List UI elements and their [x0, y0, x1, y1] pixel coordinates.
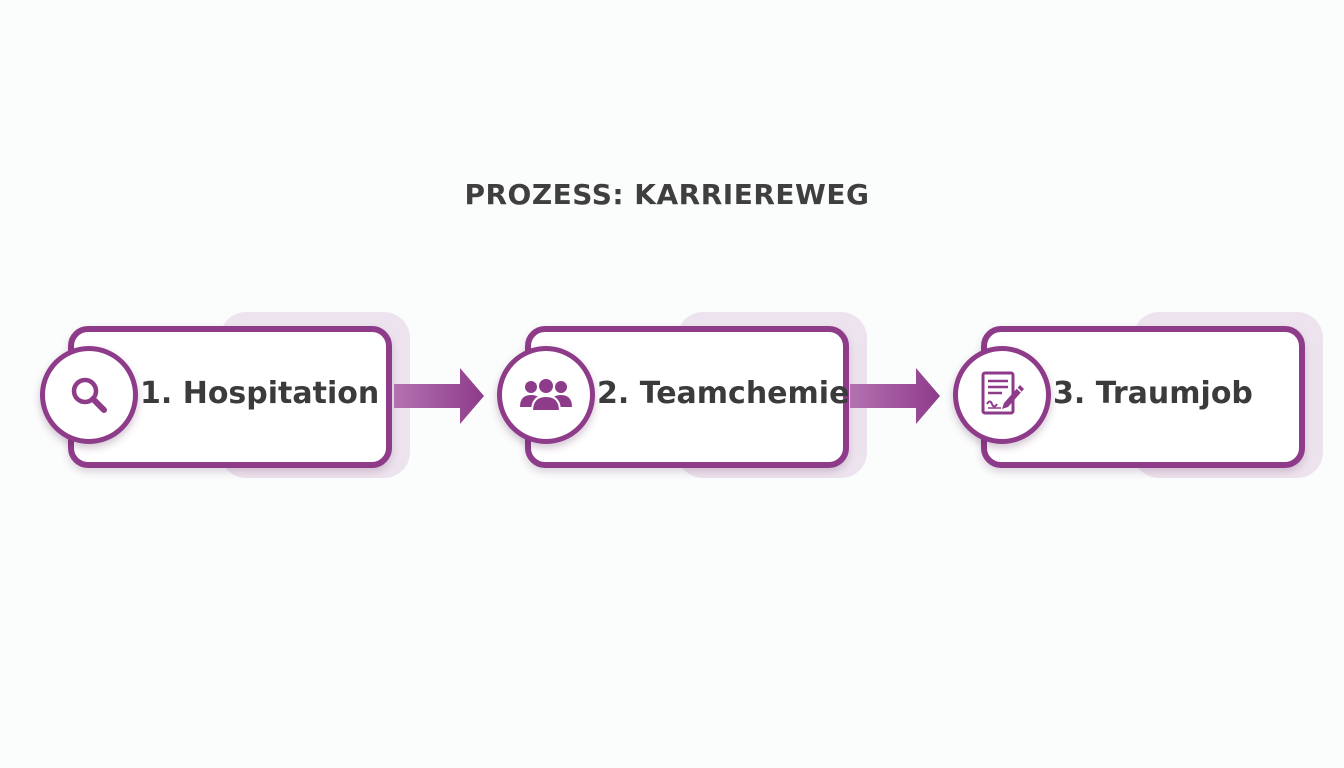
step-icon-badge — [953, 346, 1051, 444]
flow-arrow — [394, 368, 484, 424]
step-label: 1. Hospitation — [140, 376, 380, 411]
step-label: 2. Teamchemie — [597, 376, 850, 411]
diagram-title: PROZESS: KARRIEREWEG — [464, 178, 870, 211]
flow-arrow — [850, 368, 940, 424]
process-step-teamchemie: 2. Teamchemie — [497, 312, 869, 478]
step-icon-badge — [40, 346, 138, 444]
step-label: 3. Traumjob — [1053, 376, 1253, 411]
process-step-traumjob: 3. Traumjob — [953, 312, 1325, 478]
team-icon — [520, 377, 572, 412]
process-step-hospitation: 1. Hospitation — [40, 312, 412, 478]
magnifier-icon — [71, 377, 107, 413]
step-icon-badge — [497, 346, 595, 444]
contract-signing-icon — [981, 371, 1024, 415]
